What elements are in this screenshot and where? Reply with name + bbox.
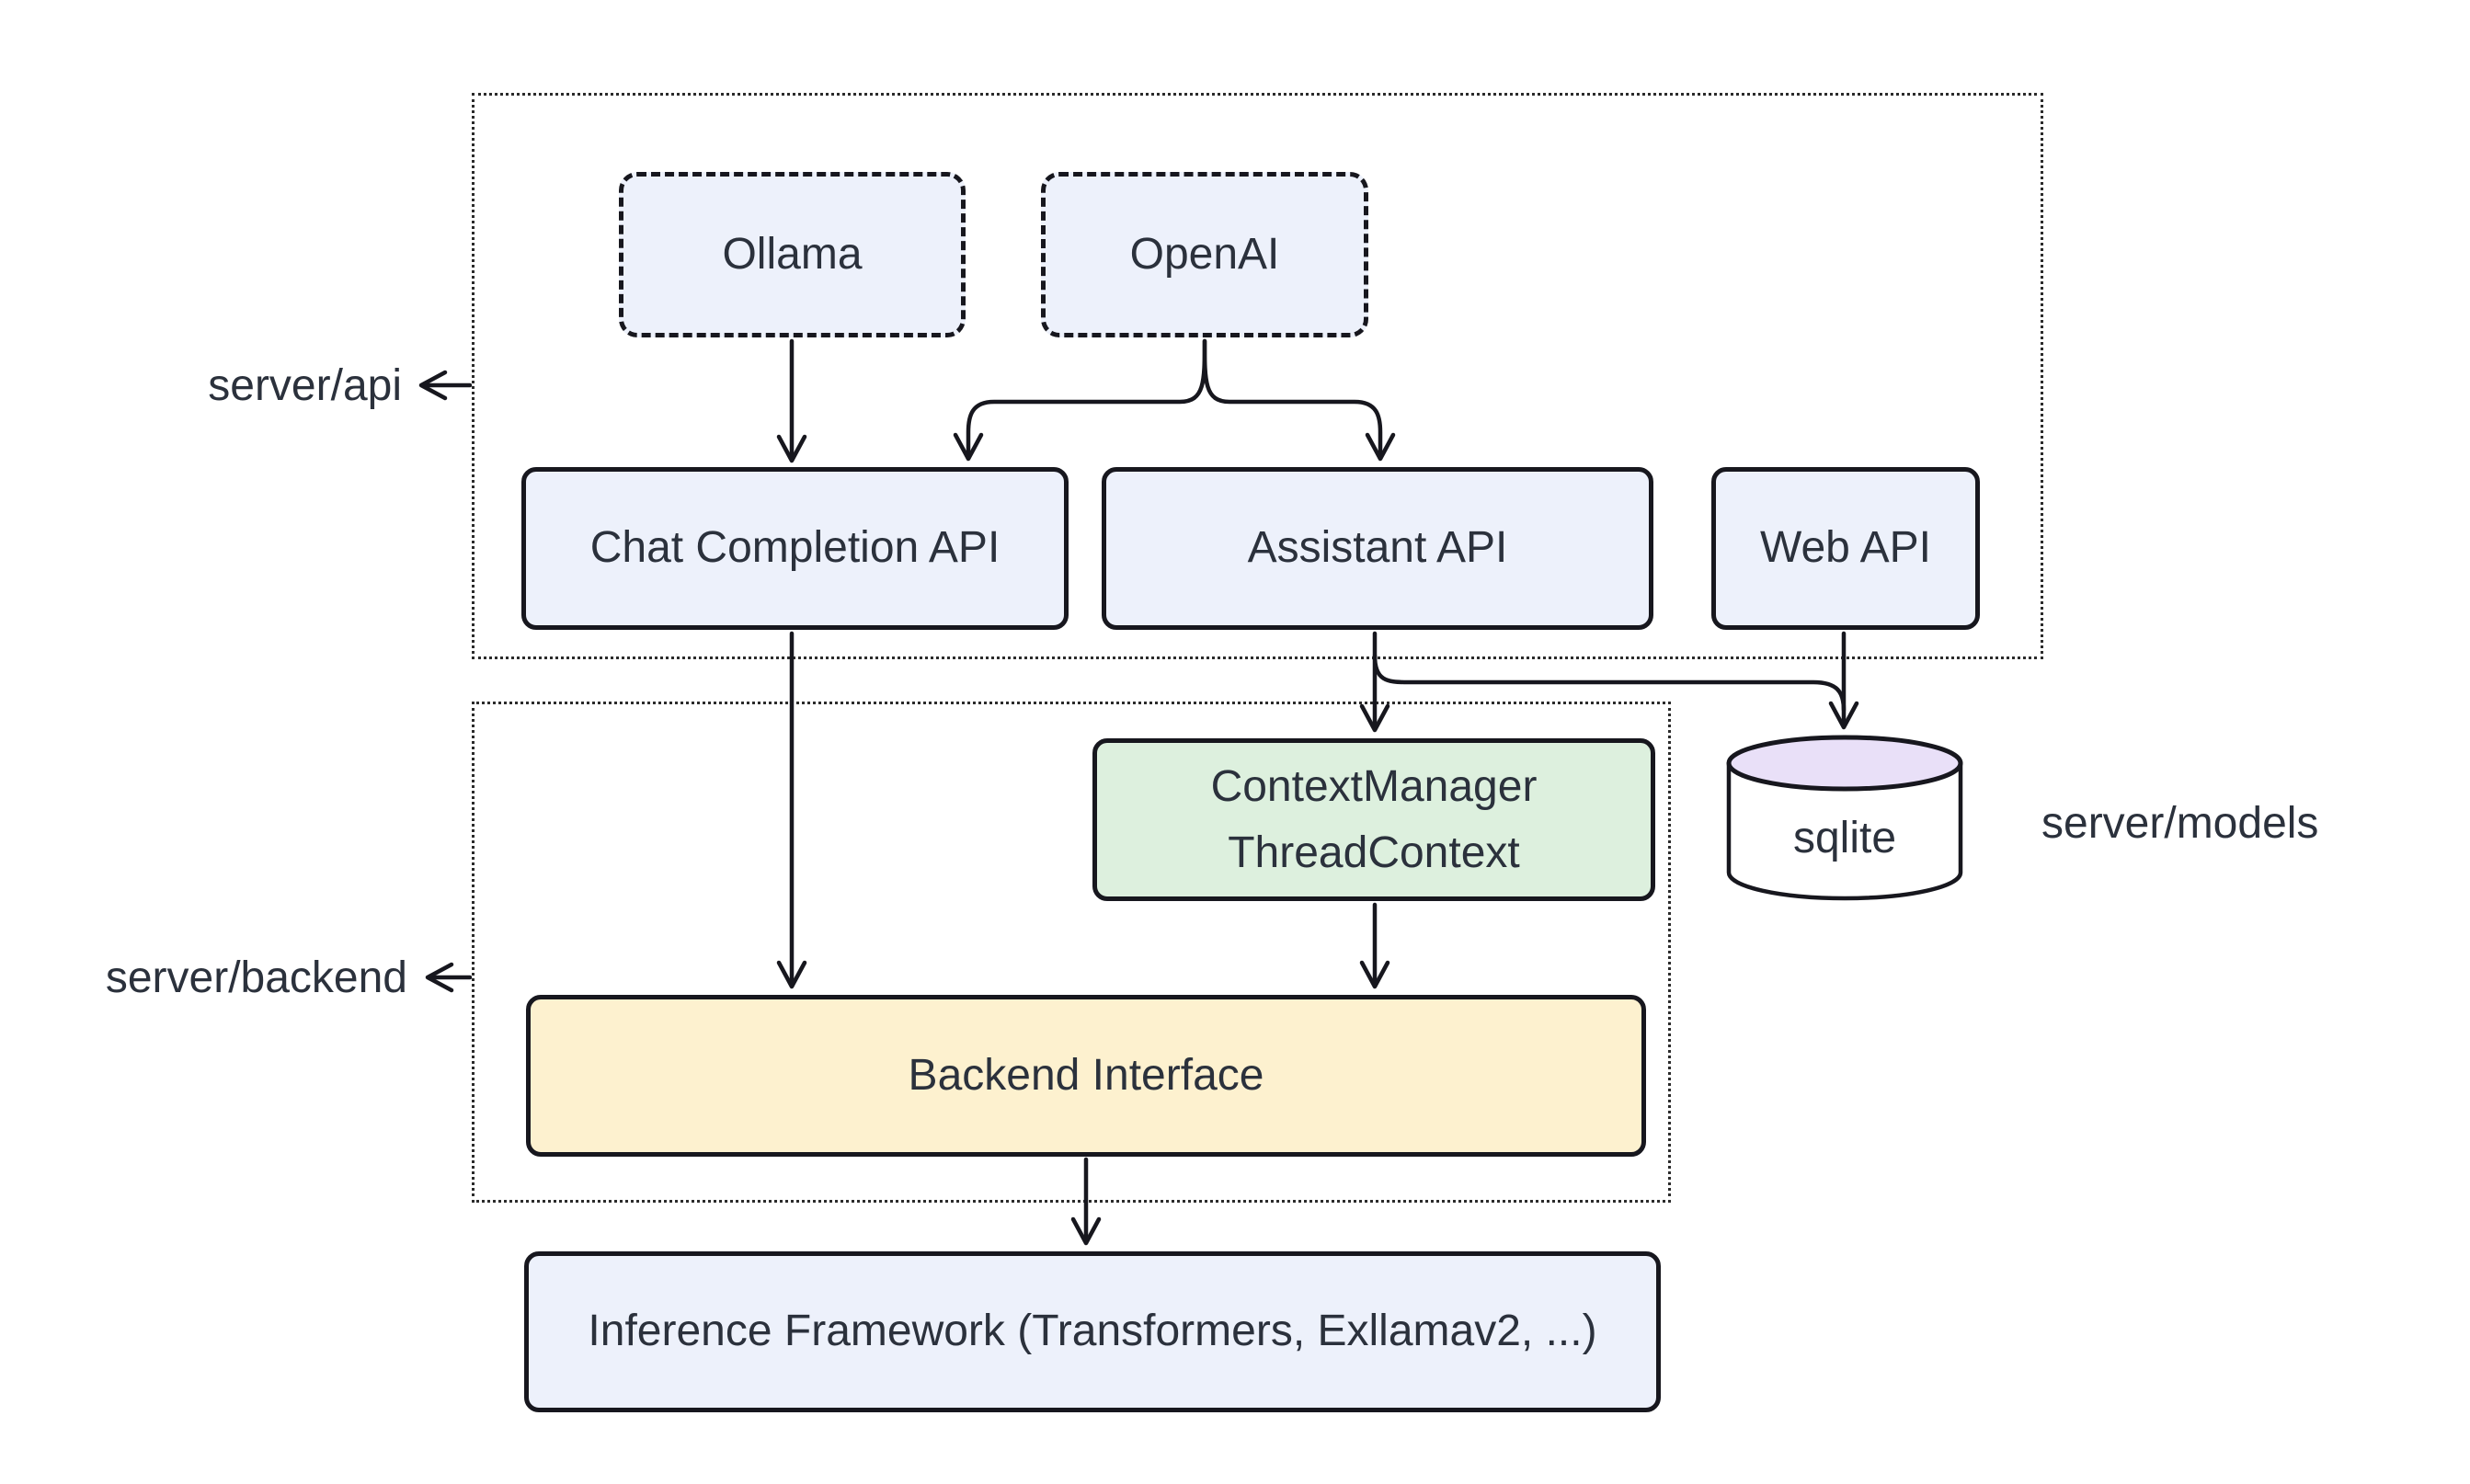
node-assistant-api-label: Assistant API [1247,523,1508,573]
node-web-api: Web API [1711,467,1980,630]
node-backend-interface: Backend Interface [526,995,1646,1157]
node-context-manager-line1: ContextManager [1210,761,1538,811]
node-ollama-label: Ollama [722,229,863,279]
node-sqlite-label: sqlite [1792,814,1897,862]
node-chat-completion-api: Chat Completion API [521,467,1069,630]
group-server-backend [472,702,1671,1203]
node-assistant-api: Assistant API [1102,467,1653,630]
node-context-manager: ContextManager ThreadContext [1092,738,1655,901]
node-ollama: Ollama [619,172,966,337]
node-inference-framework-label: Inference Framework (Transformers, Exlla… [588,1307,1597,1356]
label-server-api: server/api [208,361,402,410]
node-openai-label: OpenAI [1129,229,1280,279]
node-chat-completion-api-label: Chat Completion API [589,523,1001,573]
group-server-api [472,93,2043,659]
label-server-models: server/models [2041,799,2319,848]
node-openai: OpenAI [1041,172,1368,337]
node-context-manager-line2: ThreadContext [1228,828,1520,877]
label-server-backend: server/backend [105,953,407,1002]
node-web-api-label: Web API [1760,523,1931,573]
node-backend-interface-label: Backend Interface [908,1050,1264,1100]
node-inference-framework: Inference Framework (Transformers, Exlla… [524,1251,1661,1412]
